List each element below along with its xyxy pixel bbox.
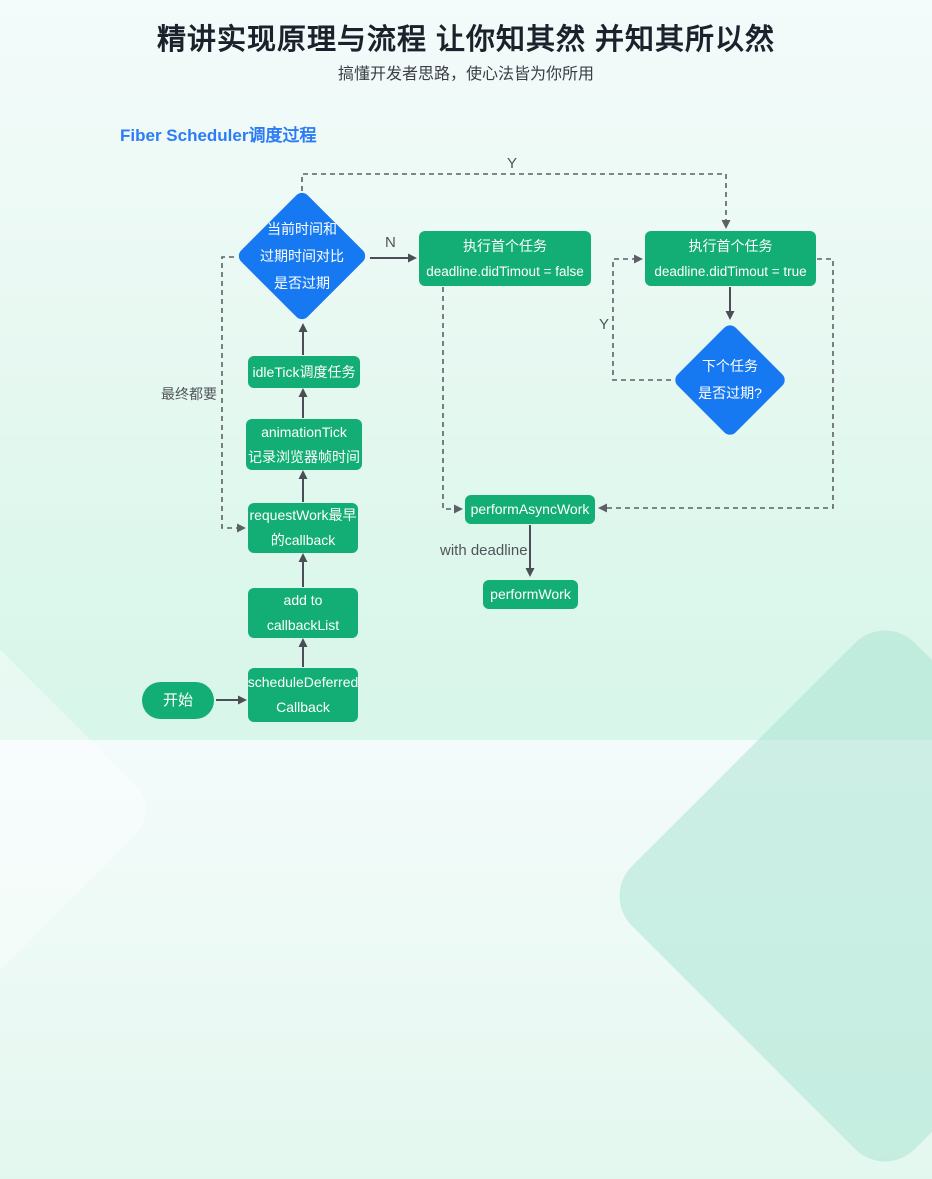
node-line: scheduleDeferred: [247, 674, 359, 690]
node-animation-tick: animationTick 记录浏览器帧时间: [246, 419, 362, 470]
node-next-task-expire-decision: 下个任务 是否过期?: [672, 322, 788, 438]
node-line: 是否过期?: [698, 385, 762, 401]
node-line: requestWork最早: [249, 507, 357, 523]
node-expire-check-decision: 当前时间和 过期时间对比 是否过期: [235, 189, 369, 323]
node-perform-async-work: performAsyncWork: [465, 495, 595, 524]
edge-label-finally: 最终都要: [161, 386, 217, 402]
node-exec-first-task-true: 执行首个任务 deadline.didTimout = true: [645, 231, 816, 286]
page-title: 精讲实现原理与流程 让你知其然 并知其所以然: [156, 24, 776, 56]
diamond-label: 当前时间和 过期时间对比 是否过期: [235, 192, 369, 320]
node-line: performAsyncWork: [470, 501, 590, 517]
node-schedule-deferred-callback: scheduleDeferred Callback: [248, 668, 358, 722]
node-line: idleTick调度任务: [252, 363, 356, 380]
node-line: 的callback: [270, 532, 336, 548]
edge-label-yes-loop: Y: [599, 316, 610, 333]
node-line: 过期时间对比: [260, 247, 344, 264]
node-idle-tick: idleTick调度任务: [248, 356, 360, 388]
node-line: deadline.didTimout = true: [654, 263, 807, 279]
edge-label-yes-top: Y: [507, 155, 518, 172]
node-line: deadline.didTimout = false: [426, 263, 584, 279]
node-request-work-callback: requestWork最早 的callback: [248, 503, 358, 553]
node-line: performWork: [490, 586, 571, 602]
node-start: 开始: [142, 682, 214, 719]
node-line: add to: [283, 592, 323, 608]
node-add-to-callback-list: add to callbackList: [248, 588, 358, 638]
page-subtitle: 搞懂开发者思路，使心法皆为你所用: [337, 66, 594, 83]
node-line: 记录浏览器帧时间: [248, 448, 360, 465]
edge-label-with-deadline: with deadline: [440, 542, 528, 559]
node-perform-work: performWork: [483, 580, 578, 609]
node-start-label: 开始: [162, 692, 193, 709]
node-line: 执行首个任务: [688, 237, 773, 254]
node-line: 当前时间和: [267, 220, 337, 237]
flowchart-connectors: [216, 173, 834, 705]
node-line: 执行首个任务: [463, 237, 547, 254]
section-heading: Fiber Scheduler调度过程: [120, 126, 317, 145]
diamond-label: 下个任务 是否过期?: [673, 322, 787, 438]
node-line: animationTick: [261, 423, 347, 440]
node-line: 下个任务: [702, 358, 758, 374]
edge-label-no: N: [385, 234, 396, 251]
decor-shape-bottom-right: [602, 613, 932, 1179]
node-line: Callback: [276, 699, 330, 715]
node-line: callbackList: [266, 617, 340, 633]
node-line: 是否过期: [274, 274, 330, 291]
decor-shape-bottom-left: [0, 569, 161, 1051]
node-exec-first-task-false: 执行首个任务 deadline.didTimout = false: [419, 231, 591, 286]
